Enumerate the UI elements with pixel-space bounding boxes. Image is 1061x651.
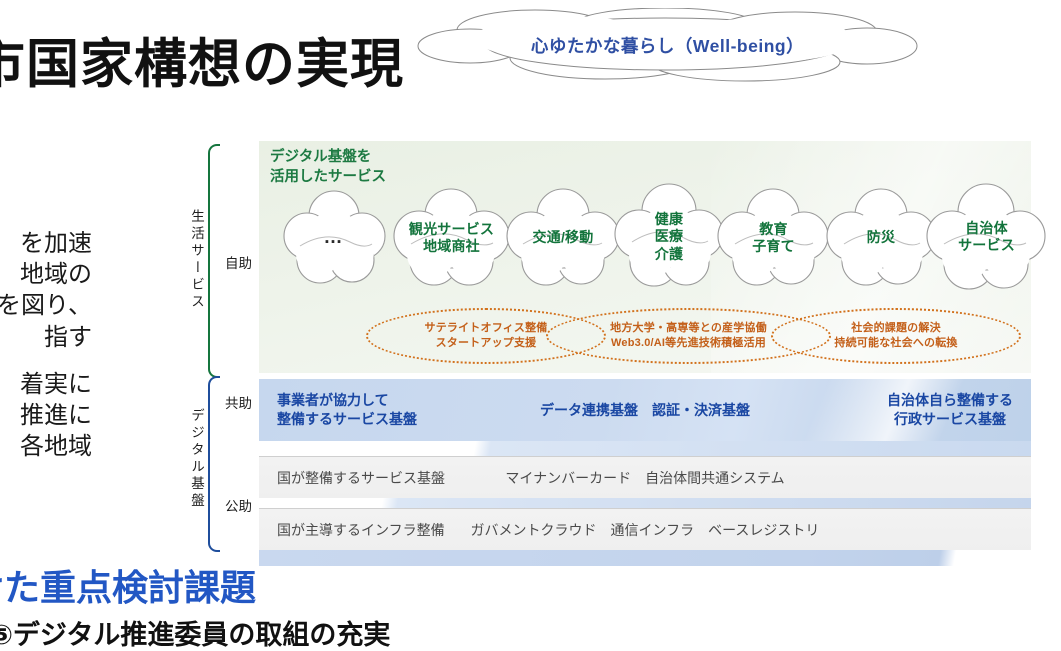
band-kyojo-highlight (731, 379, 1031, 441)
service-cloud-5: 防災 (826, 188, 936, 288)
label-digital-foundation: デジタル基盤 (189, 407, 204, 510)
service-cloud-0-label: … (323, 227, 346, 249)
diagram-base-wedge (259, 550, 1031, 566)
bottom-subheading: ⑤デジタル推進委員の取組の充実 (0, 620, 391, 650)
bracket-digital-foundation (208, 376, 220, 552)
highlight-ellipse-1-label: 地方大学・高専等との産学協働 Web3.0/AI等先進技術積極活用 (610, 322, 767, 349)
band-kyojo-right-label: 自治体自ら整備する 行政サービス基盤 (887, 392, 1013, 427)
service-cloud-6: 自治体 サービス (924, 182, 1049, 292)
label-jijo: 自助 (225, 256, 252, 271)
wellbeing-cloud: 心ゆたかな暮らし（Well-being） (415, 8, 920, 82)
band-national-infra: 国が主導するインフラ整備 ガバメントクラウド 通信インフラ ベースレジストリ (259, 508, 1031, 551)
band-national-infra-left-label: 国が主導するインフラ整備 (277, 522, 445, 538)
label-kojo: 公助 (225, 499, 252, 514)
green-panel-caption: デジタル基盤を 活用したサービス (270, 149, 386, 185)
highlight-ellipse-0-label: サテライトオフィス整備 スタートアップ支援 (424, 322, 548, 349)
service-cloud-5-label: 防災 (866, 229, 896, 246)
bracket-life-services (208, 144, 220, 378)
architecture-diagram: 生活サービス 自助 デジタル基盤 共助 公助 デジタル基盤を 活用したサービス (186, 8, 1061, 566)
service-cloud-3: 健康 医療 介護 (614, 182, 724, 292)
band-connector-1 (259, 441, 1031, 456)
band-national-service-left-label: 国が整備するサービス基盤 (277, 470, 445, 486)
left-body-text: を加速 地域の を図り、 指す 着実に 推進に 各地域 (0, 228, 92, 478)
body-paragraph-2: 着実に 推進に 各地域 (20, 370, 92, 461)
page-title: 市国家構想の実現 (0, 35, 404, 94)
band-national-infra-center-label: ガバメントクラウド 通信インフラ ベースレジストリ (470, 522, 820, 538)
highlight-ellipse-2: 社会的課題の解決 持続可能な社会への転換 (771, 308, 1021, 364)
band-national-service: 国が整備するサービス基盤 マイナンバーカード 自治体間共通システム (259, 456, 1031, 499)
highlight-ellipse-1: 地方大学・高専等との産学協働 Web3.0/AI等先進技術積極活用 (546, 308, 831, 364)
wellbeing-cloud-label: 心ゆたかな暮らし（Well-being） (530, 35, 805, 56)
body-paragraph-1: を加速 地域の を図り、 指す (0, 230, 92, 351)
service-cloud-1-label: 観光サービス 地域商社 (408, 220, 495, 255)
service-cloud-1: 観光サービス 地域商社 (389, 188, 514, 288)
highlight-ellipse-2-label: 社会的課題の解決 持続可能な社会への転換 (834, 322, 958, 349)
label-life-services: 生活サービス (189, 209, 204, 311)
service-cloud-2-label: 交通/移動 (532, 229, 594, 246)
service-cloud-0: … (282, 188, 387, 288)
service-cloud-4: 教育 子育て (716, 188, 831, 288)
service-cloud-2: 交通/移動 (503, 188, 623, 288)
band-kyojo-center-label: データ連携基盤 認証・決済基盤 (540, 402, 750, 418)
service-cloud-3-label: 健康 医療 介護 (654, 210, 684, 262)
band-kyojo: 事業者が協力して 整備するサービス基盤 データ連携基盤 認証・決済基盤 自治体自… (259, 379, 1031, 441)
service-cloud-6-label: 自治体 サービス (958, 219, 1015, 254)
highlight-ellipse-0: サテライトオフィス整備 スタートアップ支援 (366, 308, 606, 364)
ellipse-outline-2 (771, 308, 1021, 364)
label-kyojo: 共助 (225, 396, 252, 411)
band-kyojo-left-label: 事業者が協力して 整備するサービス基盤 (277, 392, 417, 427)
band-national-service-center-label: マイナンバーカード 自治体間共通システム (505, 470, 785, 486)
bottom-heading: けた重点検討課題 (0, 567, 257, 608)
service-cloud-4-label: 教育 子育て (752, 220, 795, 255)
